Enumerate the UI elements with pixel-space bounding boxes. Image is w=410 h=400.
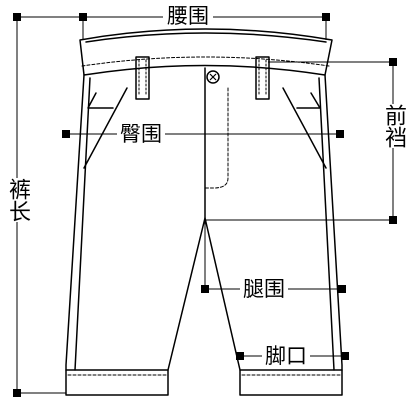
waistband	[79, 28, 333, 76]
side-seam-left	[74, 77, 91, 371]
hip-label: 臀围	[117, 122, 165, 146]
length-label: 裤长	[4, 178, 30, 222]
front-rise-label: 前裆	[380, 104, 406, 148]
belt-loop-right	[255, 56, 270, 100]
pocket-left	[83, 87, 128, 169]
hem-label: 脚口	[262, 344, 310, 368]
measure-markers	[13, 13, 397, 397]
pocket-right	[282, 87, 327, 169]
waist-label: 腰围	[163, 4, 213, 28]
waistband-top-edge	[85, 32, 327, 43]
fly-stitch	[204, 87, 229, 189]
belt-loop-left	[135, 56, 150, 100]
waist-button	[206, 70, 220, 84]
side-seam-right	[318, 77, 335, 371]
thigh-label: 腿围	[240, 277, 288, 301]
